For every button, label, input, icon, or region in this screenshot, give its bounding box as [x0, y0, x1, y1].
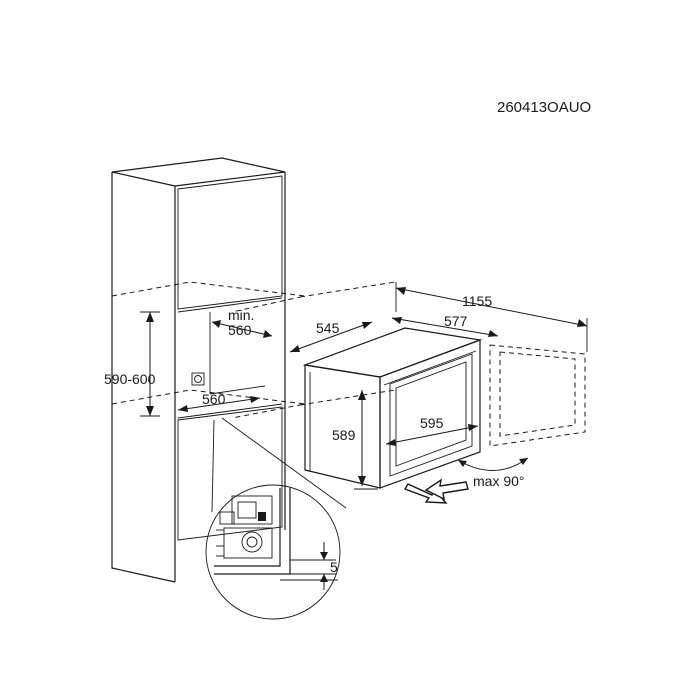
depth-dimension — [289, 321, 373, 353]
niche-width-dimension — [177, 396, 261, 412]
niche-depth-label: 560 — [228, 322, 252, 338]
open-door-outline — [489, 344, 586, 447]
niche-depth-prefix: min. — [228, 307, 254, 323]
drawing-code: 260413OAUO — [497, 99, 591, 116]
appliance-height-label: 589 — [332, 427, 356, 443]
appliance-width-label: 577 — [444, 313, 468, 329]
niche-outline — [111, 281, 396, 419]
gap-label: 5 — [330, 559, 338, 575]
niche-height-label: 590-600 — [104, 371, 156, 387]
socket-icon — [194, 375, 202, 383]
detail-callout — [205, 417, 347, 620]
door-angle-label: max 90° — [473, 473, 525, 489]
airflow-arrows-icon — [403, 478, 469, 504]
niche-height-dimension — [140, 311, 160, 417]
socket-outline — [191, 372, 205, 386]
appliance — [302, 327, 483, 489]
total-width-dimension — [395, 282, 588, 352]
total-width-label: 1155 — [462, 293, 492, 309]
appliance-width-dimension — [391, 317, 499, 337]
door-width-label: 595 — [420, 415, 444, 431]
niche-depth-dimension — [211, 320, 273, 338]
door-width-dimension — [385, 424, 479, 446]
niche-width-label: 560 — [202, 391, 226, 407]
gap-dimension — [290, 542, 336, 590]
appliance-height-dimension — [354, 390, 378, 490]
tall-cabinet — [111, 157, 286, 583]
door-swing-arc — [457, 457, 529, 471]
depth-label: 545 — [316, 320, 340, 336]
